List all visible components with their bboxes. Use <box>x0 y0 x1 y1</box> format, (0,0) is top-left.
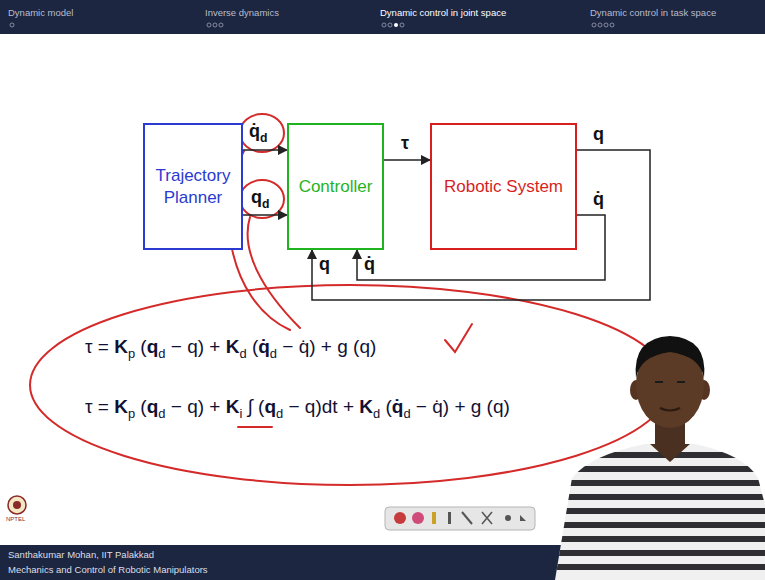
math-symbol: q̇ <box>249 121 260 141</box>
nav-bar <box>0 0 765 34</box>
control-law: τ = Kp (qd − q) + Kd (q̇d − q̇) + g (q) <box>85 336 376 361</box>
signal-label: τ <box>399 133 411 154</box>
control-law: τ = Kp (qd − q) + Ki ∫ (qd − q)dt + Kd (… <box>85 396 510 421</box>
math-subscript: d <box>158 406 165 421</box>
math-symbol: K <box>226 336 240 357</box>
controller-box: Controller <box>287 123 384 250</box>
math-symbol: q̇ <box>258 336 270 357</box>
toolbar <box>385 507 535 530</box>
signal-connector <box>243 214 287 216</box>
math-symbol: q <box>264 396 276 417</box>
math-symbol: K <box>114 336 128 357</box>
math-subscript: i <box>239 406 242 421</box>
logo-text: NPTEL <box>6 516 25 522</box>
nav-dot-active <box>394 23 398 27</box>
footer-author: Santhakumar Mohan, IIT Palakkad <box>8 549 154 560</box>
math-subscript: p <box>128 406 135 421</box>
math-symbol: q <box>147 396 159 417</box>
math-symbol: q <box>147 336 159 357</box>
section-title: Dynamic control in task space <box>590 7 716 18</box>
math-subscript: d <box>373 406 380 421</box>
signal-connector <box>384 159 430 161</box>
annotations <box>30 114 670 485</box>
math-subscript: d <box>158 346 165 361</box>
math-symbol: q <box>251 187 262 207</box>
planner-box: Trajectory Planner <box>143 123 243 250</box>
signal-label: q <box>317 254 332 275</box>
signal-label: q̇ <box>362 254 377 275</box>
section-title: Dynamic model <box>8 7 73 18</box>
output-signal: q̇ <box>591 189 606 210</box>
signal-connector <box>243 149 287 151</box>
math-symbol: q̇ <box>392 396 404 417</box>
math-subscript: d <box>270 346 277 361</box>
signal-label: qd <box>249 187 271 211</box>
section-title: Inverse dynamics <box>205 7 279 18</box>
output-signal: q <box>591 124 606 145</box>
box-label: Robotic System <box>440 172 567 201</box>
signal-label: q̇d <box>247 121 269 145</box>
math-subscript: d <box>262 197 269 211</box>
box-label: Controller <box>295 172 377 201</box>
system-box: Robotic System <box>430 123 577 250</box>
section-title-active: Dynamic control in joint space <box>380 7 506 18</box>
math-subscript: p <box>128 346 135 361</box>
math-subscript: d <box>239 346 246 361</box>
math-symbol: K <box>226 396 240 417</box>
math-subscript: d <box>403 406 410 421</box>
footer-course: Mechanics and Control of Robotic Manipul… <box>8 564 208 575</box>
presenter-figure <box>540 336 765 580</box>
math-symbol: K <box>359 396 373 417</box>
math-subscript: d <box>276 406 283 421</box>
math-symbol: K <box>114 396 128 417</box>
math-subscript: d <box>260 131 267 145</box>
nptel-logo <box>8 496 26 514</box>
box-label: Trajectory Planner <box>145 161 241 212</box>
nav-dots <box>10 23 614 27</box>
